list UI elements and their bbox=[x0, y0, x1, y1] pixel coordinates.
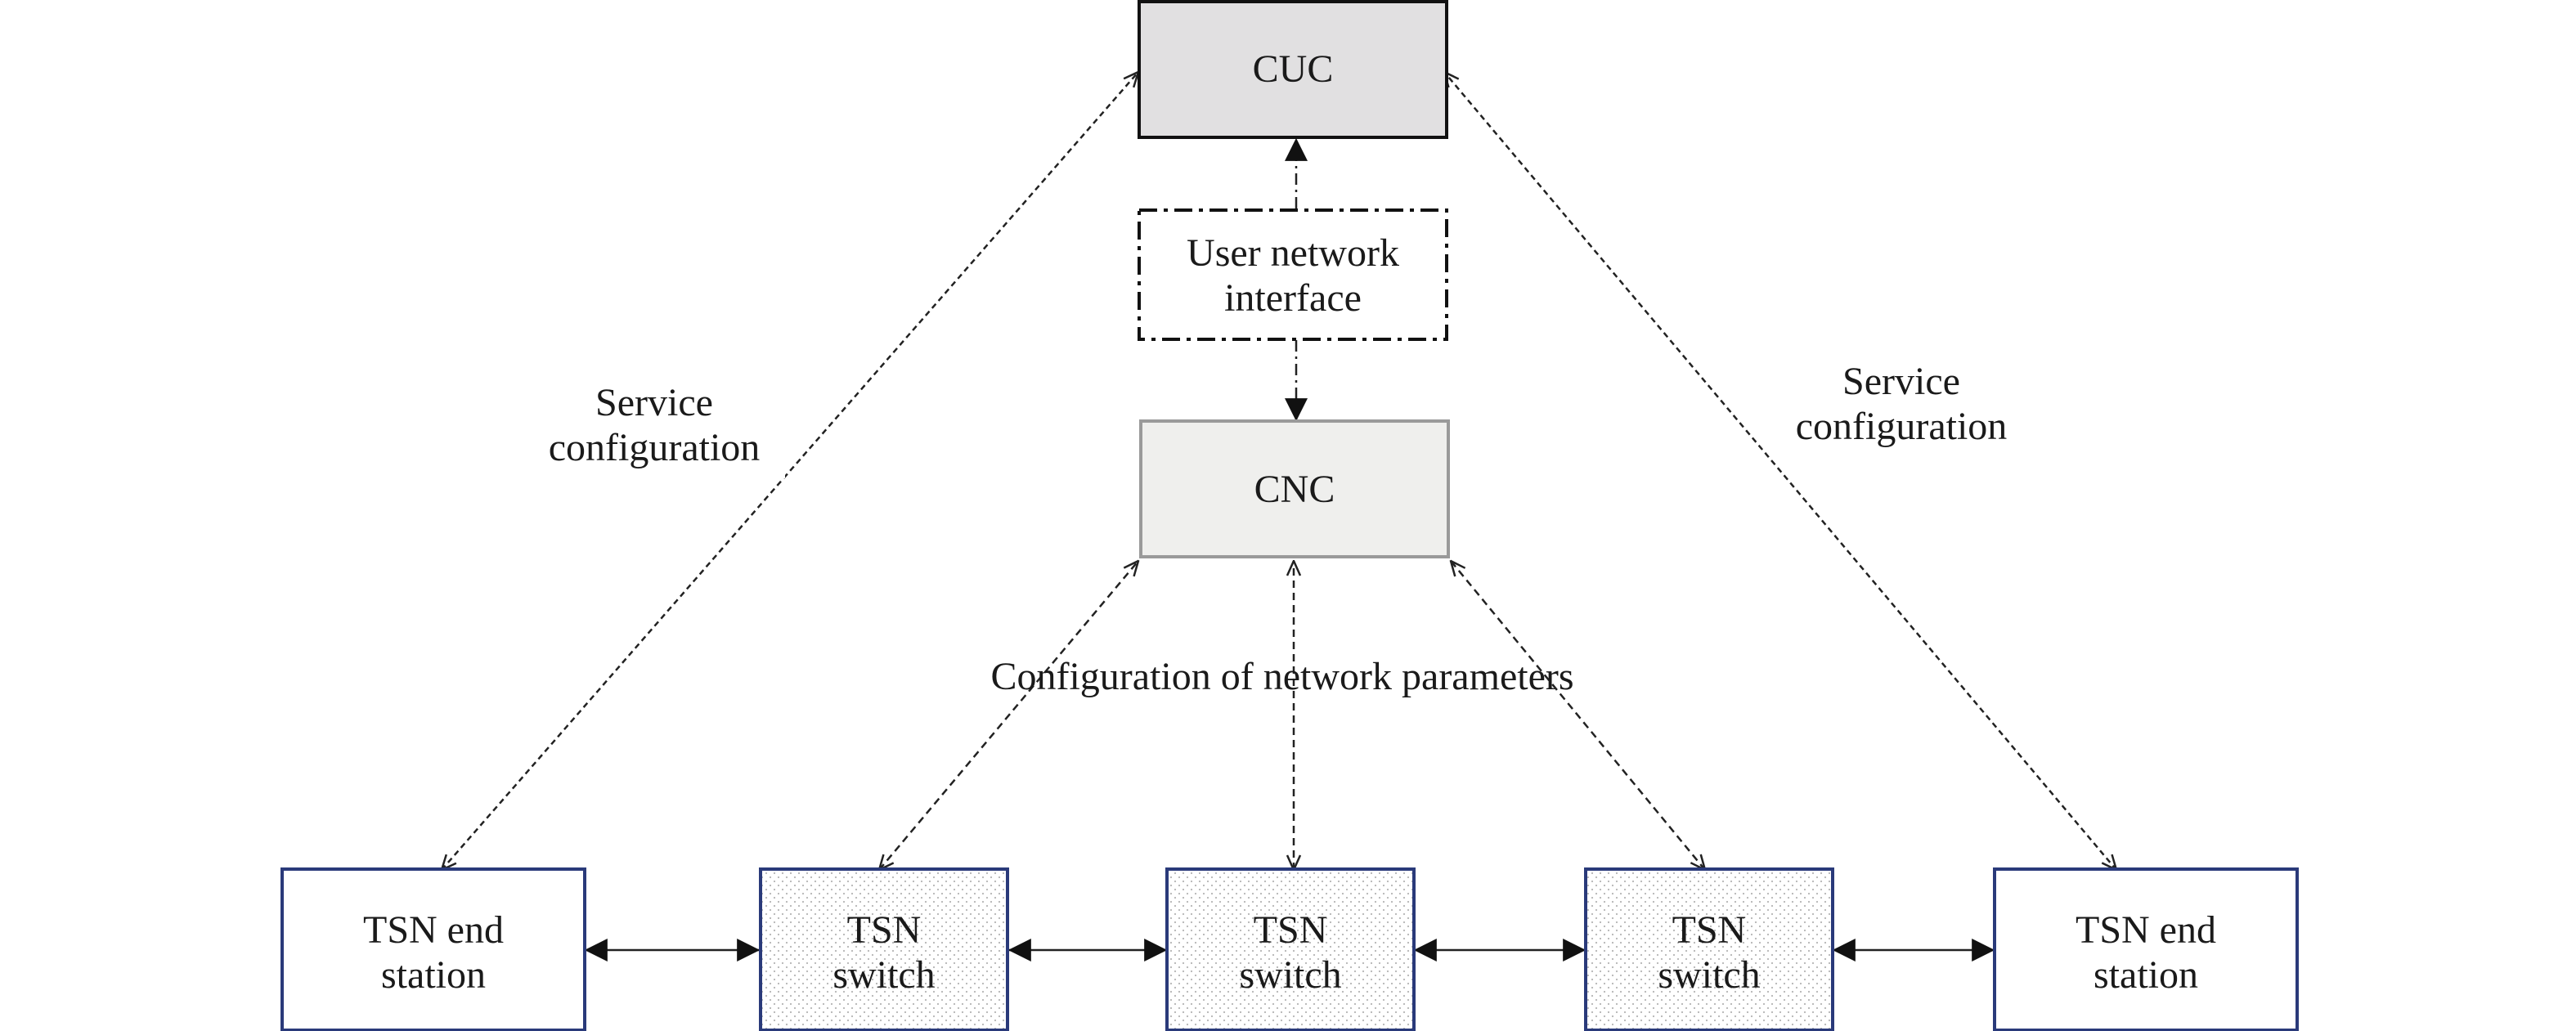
service-config-right-line2: configuration bbox=[1796, 405, 2008, 448]
tsn-end-station-left: TSN end station bbox=[280, 867, 586, 1031]
uni-label-line2: interface bbox=[1224, 276, 1362, 320]
network-config-switch-1-connector bbox=[879, 561, 1138, 870]
network-params-label: Configuration of network parameters bbox=[990, 655, 1573, 698]
cuc-node: CUC bbox=[1138, 0, 1448, 139]
service-config-left-line2: configuration bbox=[549, 426, 761, 469]
end-station-left-line1: TSN end bbox=[363, 908, 504, 952]
cnc-node: CNC bbox=[1139, 419, 1450, 558]
switch-2-line2: switch bbox=[1239, 953, 1341, 997]
switch-1-line2: switch bbox=[832, 953, 935, 997]
end-station-right-line1: TSN end bbox=[2076, 908, 2216, 952]
cnc-label: CNC bbox=[1254, 468, 1335, 511]
tsn-switch-1: TSN switch bbox=[759, 867, 1009, 1031]
service-config-left-line1: Service bbox=[595, 381, 713, 424]
switch-1-line1: TSN bbox=[847, 908, 922, 952]
tsn-end-station-right: TSN end station bbox=[1993, 867, 2299, 1031]
uni-node: User network interface bbox=[1138, 208, 1448, 341]
uni-label-line1: User network bbox=[1187, 231, 1399, 275]
switch-3-line1: TSN bbox=[1672, 908, 1747, 952]
tsn-switch-3: TSN switch bbox=[1584, 867, 1834, 1031]
service-config-right-connector bbox=[1444, 72, 2116, 870]
end-station-left-line2: station bbox=[381, 953, 486, 997]
service-config-right-line1: Service bbox=[1842, 360, 1960, 403]
service-config-right-label: Service configuration bbox=[1770, 352, 2032, 458]
network-config-switch-3-connector bbox=[1451, 561, 1705, 870]
tsn-switch-2: TSN switch bbox=[1165, 867, 1416, 1031]
end-station-right-line2: station bbox=[2094, 953, 2198, 997]
switch-3-line2: switch bbox=[1658, 953, 1760, 997]
switch-2-line1: TSN bbox=[1254, 908, 1328, 952]
service-config-left-label: Service configuration bbox=[523, 372, 785, 478]
cuc-label: CUC bbox=[1253, 47, 1334, 91]
